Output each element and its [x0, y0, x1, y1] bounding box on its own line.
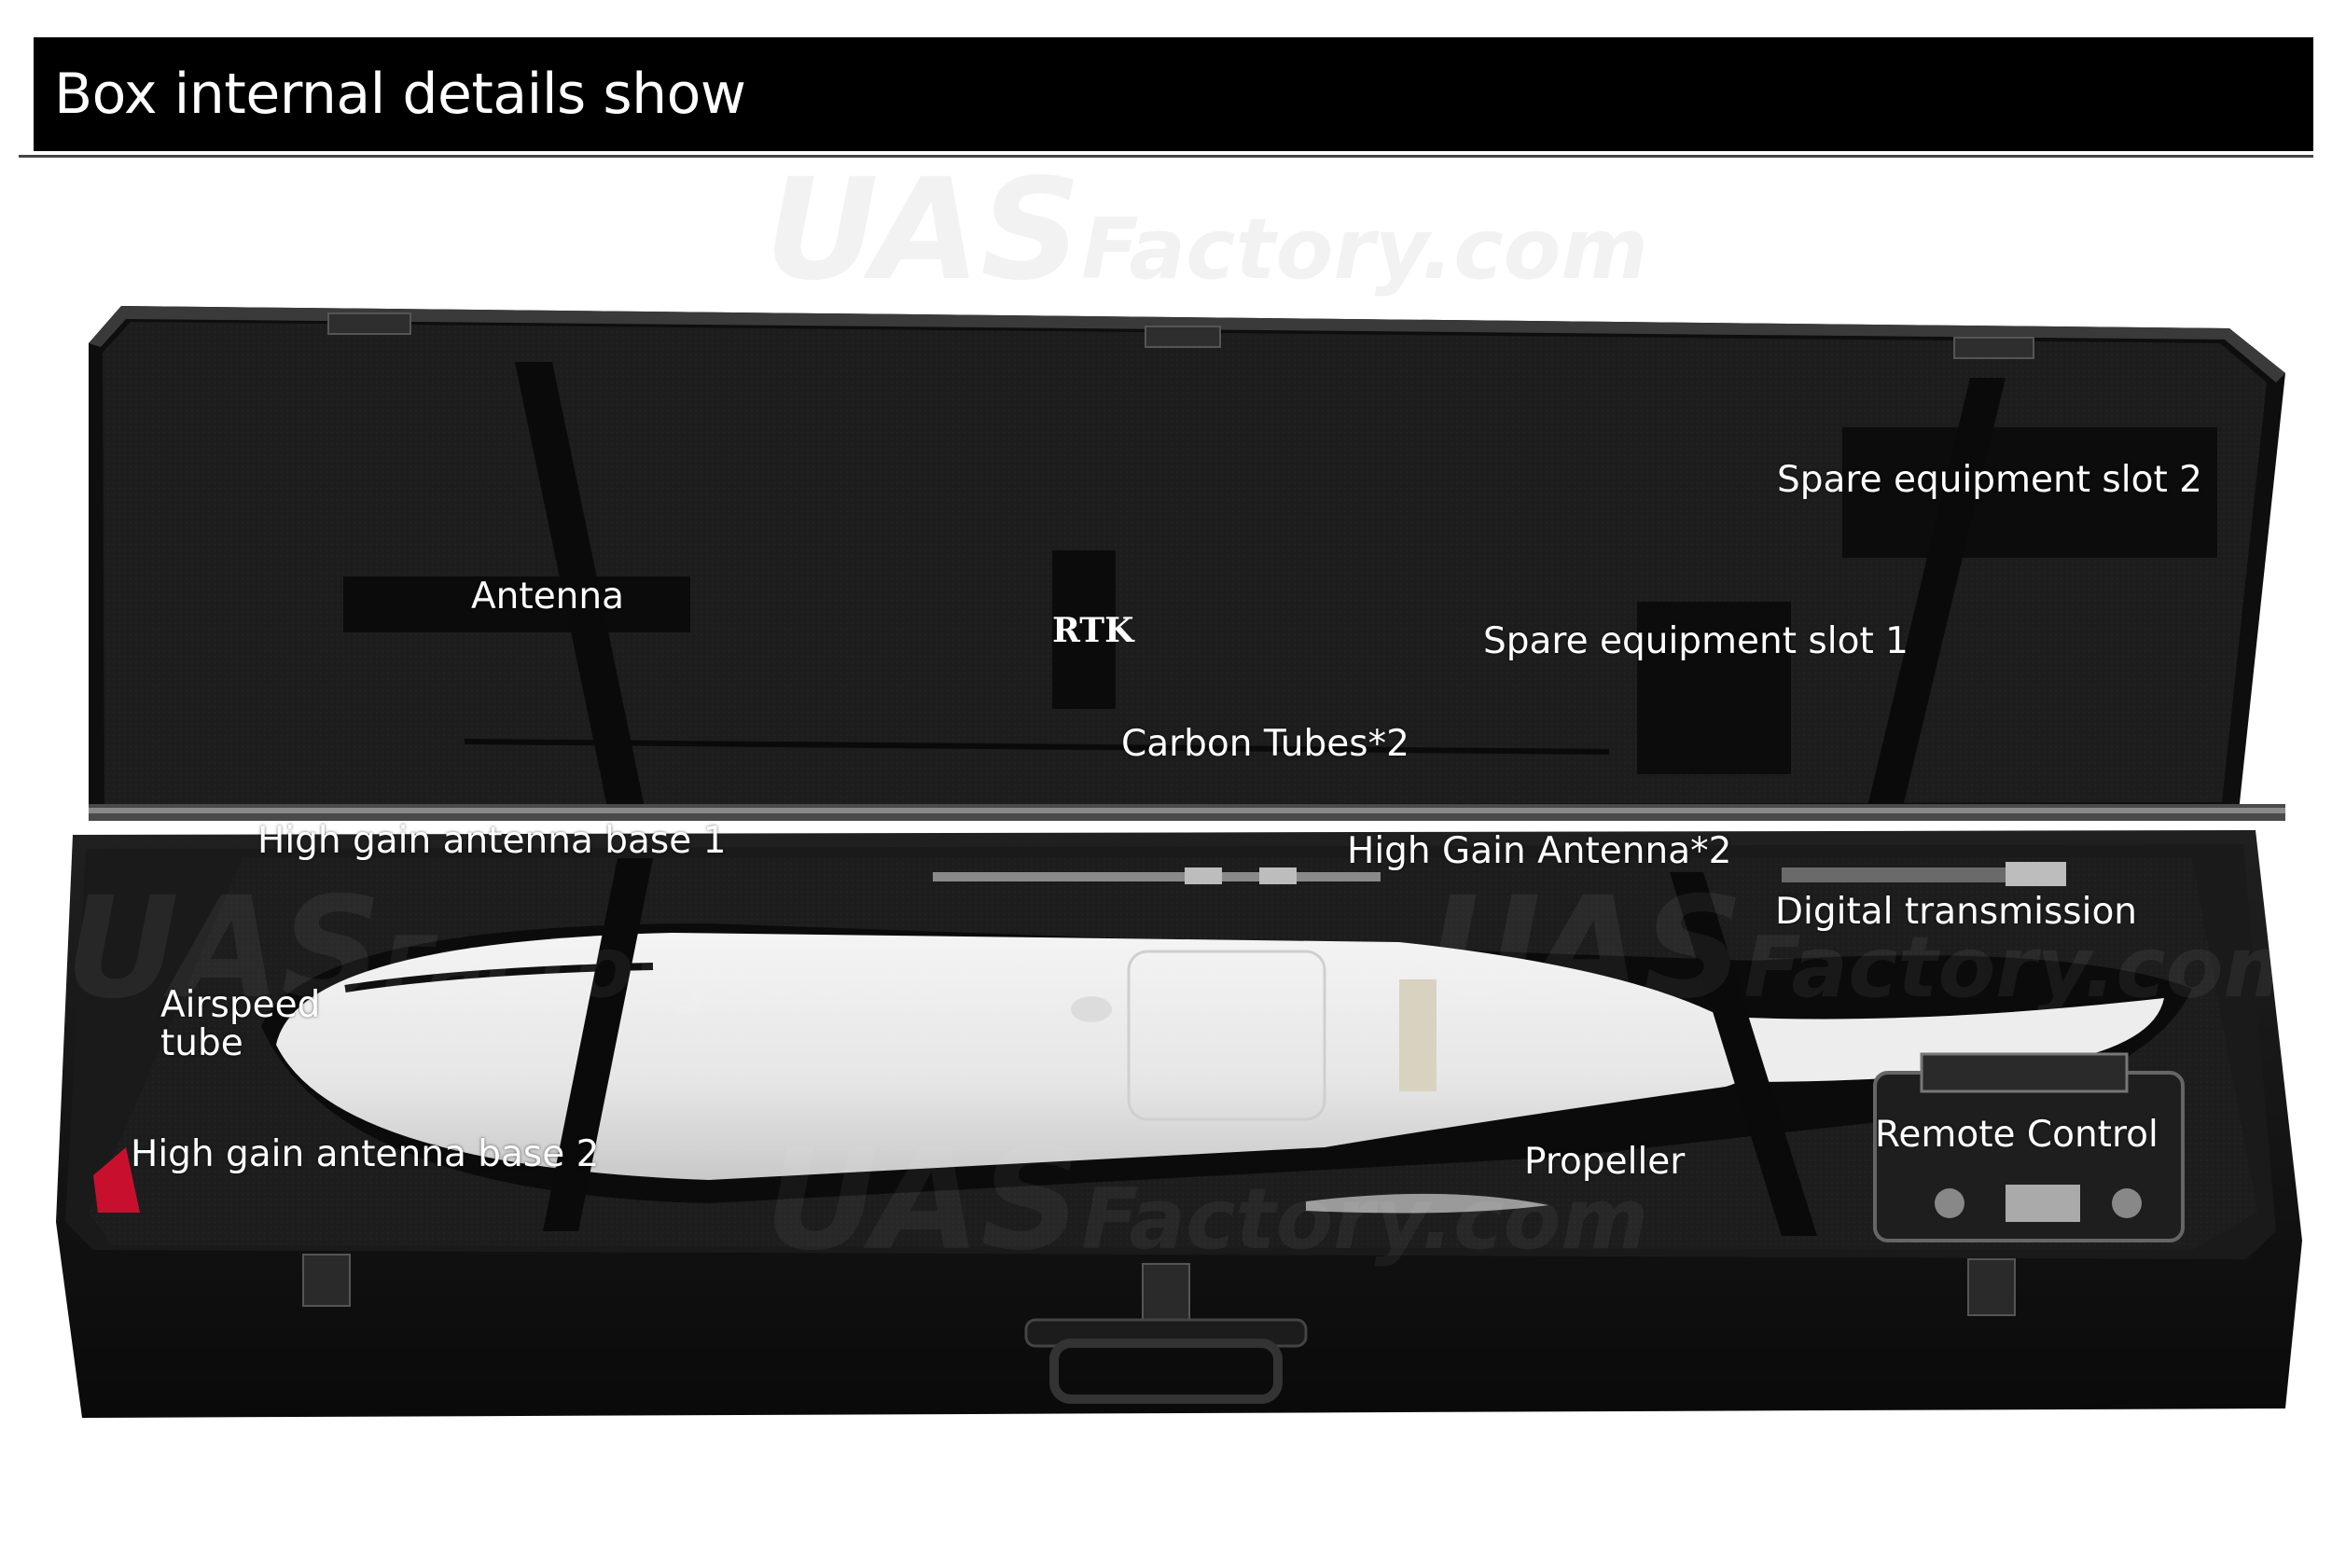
case-base [56, 830, 2302, 1418]
aircraft-fuselage [276, 933, 1759, 1180]
page-title: Box internal details show [54, 62, 746, 127]
label-high-gain-base-1: High gain antenna base 1 [257, 820, 727, 862]
label-propeller: Propeller [1524, 1141, 1686, 1183]
label-spare-slot-2: Spare equipment slot 2 [1777, 459, 2202, 501]
label-rtk: RTK [1052, 611, 1134, 650]
remote-control-graphic [1873, 1052, 2185, 1242]
label-digital-transmission: Digital transmission [1775, 891, 2138, 933]
label-carbon-tubes: Carbon Tubes*2 [1121, 723, 1409, 765]
label-antenna: Antenna [471, 576, 625, 617]
label-airspeed-tube-line1: Airspeed [160, 984, 321, 1026]
label-airspeed-tube: Airspeed tube [160, 984, 321, 1064]
case-lid [89, 306, 2285, 821]
page-title-bar: Box internal details show [34, 37, 2313, 151]
label-high-gain-base-2: High gain antenna base 2 [131, 1133, 600, 1175]
label-spare-slot-1: Spare equipment slot 1 [1483, 620, 1909, 662]
title-divider [19, 155, 2313, 158]
propeller-graphic [1306, 1193, 1548, 1214]
label-airspeed-tube-line2: tube [160, 1021, 243, 1064]
label-high-gain-antenna: High Gain Antenna*2 [1347, 830, 1732, 872]
label-remote-control: Remote Control [1875, 1114, 2158, 1156]
